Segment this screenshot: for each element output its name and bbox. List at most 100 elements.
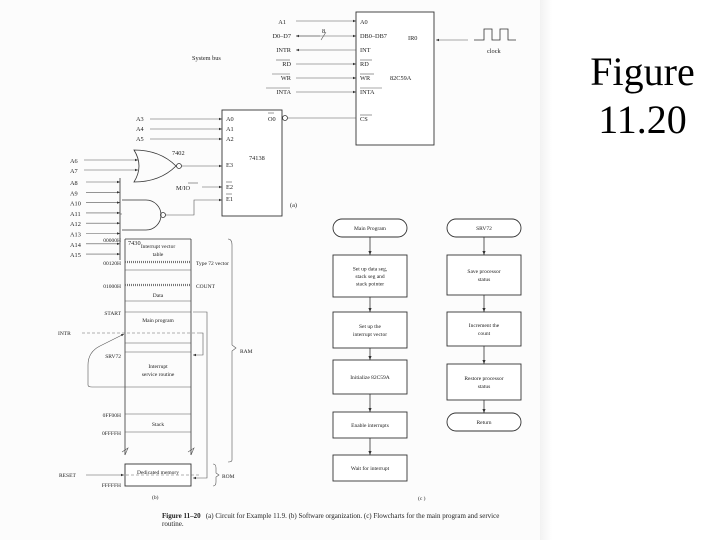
segment-ivt-line2: table <box>153 252 164 258</box>
flowchart-step-text: SRV72 <box>476 226 492 232</box>
bus-signal-inta: INTA <box>276 89 291 96</box>
pic-pin-int: INT <box>360 47 371 54</box>
address-00000h: 00000H <box>103 238 121 244</box>
pic-pin-rd: RD <box>360 61 369 68</box>
addr-input-a4: A4 <box>136 126 145 133</box>
caption-label: Figure 11–20 <box>162 512 201 520</box>
slide-title-line2: 11.20 <box>598 97 687 142</box>
flowchart-process <box>446 311 522 347</box>
addr-input-a3: A3 <box>136 116 144 123</box>
decoder-pin-e1: E1 <box>226 196 233 203</box>
flowchart-step-text: status <box>478 384 491 390</box>
pic-name: 82C59A <box>390 75 412 82</box>
scan-edge <box>540 0 552 540</box>
nor-input-a7: A7 <box>70 168 78 175</box>
address-00120h: 00120H <box>103 261 121 267</box>
decoder-pin-e3: E3 <box>226 162 233 169</box>
address-srv72: SRV72 <box>105 354 121 360</box>
flowchart-step-text: interrupt vector <box>353 332 387 338</box>
decoder-pin-a1: A1 <box>226 126 234 133</box>
nand-gate-icon <box>122 199 162 231</box>
flowchart-step-text: status <box>478 277 491 283</box>
segment-ivt-line1: Interrupt vector <box>141 244 176 250</box>
segment-dedicated-line1: Dedicated memory <box>137 470 179 476</box>
figure-diagram: 82C59A A0 DB0–DB7 INT RD WR INTA CS IR0 … <box>58 11 522 502</box>
addr-input-a5: A5 <box>136 136 144 143</box>
decoder-pin-a2: A2 <box>226 136 234 143</box>
nand-input-label: A15 <box>70 252 81 259</box>
decoder-pin-a0: A0 <box>226 116 234 123</box>
nand-input-label: A8 <box>70 180 78 187</box>
segment-isr-line2: service routine <box>142 372 175 378</box>
flowchart-step-text: stack pointer <box>356 282 384 288</box>
address-start: START <box>104 311 121 317</box>
nand-input-label: A13 <box>70 232 81 239</box>
pic-pin-a0: A0 <box>360 19 368 26</box>
signal-intr: INTR <box>58 331 71 337</box>
decoder-name: 74138 <box>249 155 265 162</box>
segment-main-line1: Main program <box>142 318 174 324</box>
flowchart-step-text: Increment the <box>469 323 500 329</box>
side-label-count: COUNT <box>196 284 216 290</box>
memory-map: Interrupt vector table Data Main program… <box>58 238 253 501</box>
flowchart-step-text: Set up the <box>359 324 382 330</box>
decoder-pin-e2: E2 <box>226 184 233 191</box>
segment-data: Data <box>153 293 164 299</box>
ram-bracket <box>227 238 237 463</box>
flowchart-step-text: count <box>478 331 491 337</box>
nand-input-label: A12 <box>70 221 81 228</box>
part-b-label: (b) <box>152 494 159 501</box>
caption-text: (a) Circuit for Example 11.9. (b) Softwa… <box>162 512 500 528</box>
address-01000h: 01000H <box>103 284 121 290</box>
pic-pin-wr: WR <box>360 75 371 82</box>
signal-reset: RESET <box>59 473 76 479</box>
nor-gate-label: 7402 <box>172 150 185 157</box>
rom-label: ROM <box>222 474 235 480</box>
pic-pin-cs: CS <box>360 116 368 123</box>
nand-input-label: A10 <box>70 201 81 208</box>
decoder-pin-o0: O0 <box>268 116 276 123</box>
pic-pin-db: DB0–DB7 <box>360 33 387 40</box>
flowchart-step-text: Wait for interrupt <box>351 465 390 472</box>
flowchart-process <box>332 454 408 482</box>
nor-input-a6: A6 <box>70 158 78 165</box>
flowchart-process <box>446 254 522 296</box>
nand-input-label: A14 <box>70 242 82 249</box>
nand-input-label: A11 <box>70 211 81 218</box>
flowchart-terminal <box>446 412 522 432</box>
bus-signal-wr: WR <box>281 75 292 82</box>
pic-pin-inta: INTA <box>360 89 375 96</box>
bus-signal-d0-d7: D0–D7 <box>272 33 291 40</box>
bus-signal-intr: INTR <box>276 47 291 54</box>
system-bus-label: System bus <box>192 55 221 62</box>
pic-82c59a-box <box>355 11 435 146</box>
bus-width-label: 8 <box>322 28 325 35</box>
bus-signal-a1: A1 <box>278 19 286 26</box>
flowchart-step-text: Restore processor <box>464 376 503 382</box>
flowchart-step-text: stack seg and <box>355 274 385 280</box>
part-a-label: (a) <box>290 202 297 209</box>
flowchart-process <box>332 254 408 298</box>
address-fffffh: FFFFFH <box>102 483 121 489</box>
flowchart-process <box>332 359 408 395</box>
slide-title-line1: Figure <box>590 49 695 94</box>
flowchart-process <box>446 363 522 401</box>
flowchart-step-text: Set up data seg, <box>353 266 388 272</box>
address-0ffffh: 0FFFFH <box>102 431 121 437</box>
flowchart-step-text: Return <box>477 420 492 426</box>
side-label-type72: Type 72 vector <box>196 261 229 267</box>
part-c-label: (c ) <box>418 495 426 502</box>
segment-stack: Stack <box>152 422 164 428</box>
address-0ff00h: 0FF00H <box>103 413 121 419</box>
clock-waveform-icon <box>474 28 516 41</box>
decoder-74138-box <box>221 109 283 217</box>
flowchart-step-text: Initialize 82C59A <box>350 375 390 381</box>
flowchart-step-text: Save processor <box>467 269 500 275</box>
nand-input-label: A9 <box>70 190 78 197</box>
rom-bracket <box>212 463 220 487</box>
mio-label: M/IO <box>176 185 190 192</box>
pic-pin-ir0: IR0 <box>408 35 417 42</box>
flowchart-step-text: Main Program <box>354 226 387 232</box>
